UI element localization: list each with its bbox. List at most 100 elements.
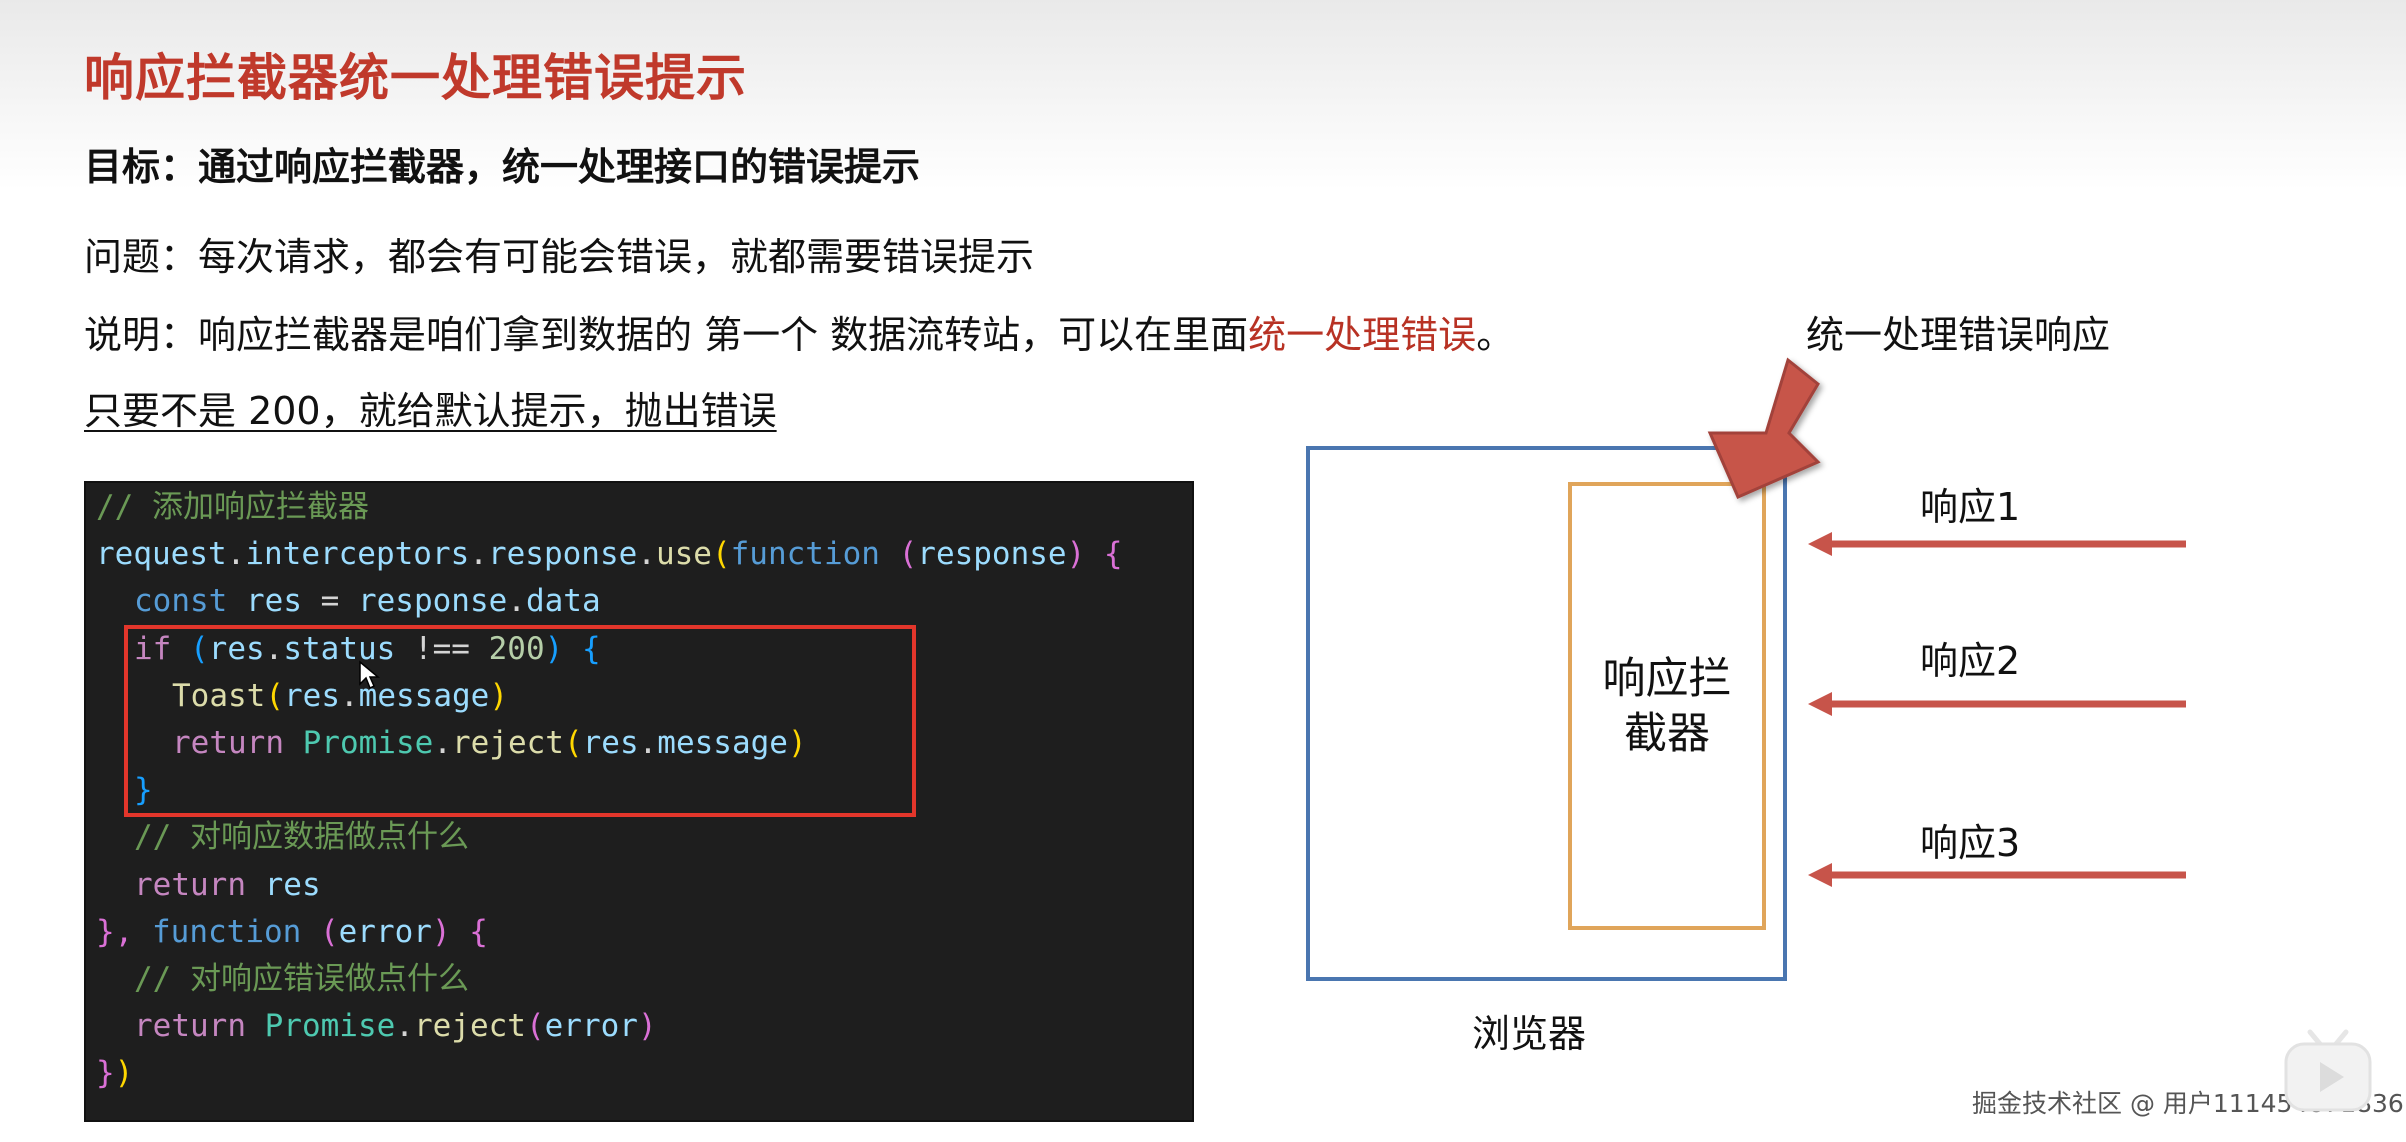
code-line-7: } [134,766,153,814]
code-line-3: const res = response.data [134,577,601,625]
code-token: ( [711,536,731,572]
code-token: response [357,583,508,619]
code-line-1: // 添加响应拦截器 [96,483,369,531]
code-token: ) [544,631,564,667]
code-token: = [301,583,358,619]
code-panel: // 添加响应拦截器 request.interceptors.response… [84,481,1194,1122]
code-token: . [433,725,452,761]
response-arrow-2 [1808,692,2186,716]
code-token: response [917,536,1067,572]
code-token: Toast [172,678,266,714]
code-token: return [134,1008,246,1044]
response-arrow-1 [1808,532,2186,556]
code-line-11: // 对响应错误做点什么 [134,955,469,1003]
code-line-13: }) [96,1049,133,1097]
code-token: ( [525,1008,545,1044]
problem-statement: 问题：每次请求，都会有可能会错误，就都需要错误提示 [84,235,1035,279]
code-token: ( [265,678,284,714]
code-token: { [563,631,601,667]
interceptor-label-line-2: 截器 [1624,709,1710,759]
code-token: . [395,1008,414,1044]
code-token: error [544,1008,638,1044]
browser-box [1306,446,1787,981]
code-token: Promise [245,1008,396,1044]
code-token: interceptors [245,536,470,572]
code-token: ) [489,678,508,714]
mouse-pointer-icon [359,660,380,690]
code-token: reject [451,725,564,761]
code-token: reject [413,1008,526,1044]
bilibili-tv-icon[interactable] [2280,1018,2376,1118]
goal-statement: 目标：通过响应拦截器，统一处理接口的错误提示 [84,145,921,189]
interceptor-box [1568,482,1766,930]
code-token: res [227,583,302,619]
code-token: data [525,583,601,619]
response-label-2: 响应2 [1920,639,2021,683]
callout-label: 统一处理错误响应 [1806,313,2111,357]
code-token: status [283,631,396,667]
code-line-10: }, function (error) { [96,908,488,956]
code-token: { [450,914,488,950]
rule-statement: 只要不是 200，就给默认提示，抛出错误 [84,389,777,433]
code-token: message [657,725,788,761]
code-highlight-box [124,625,916,817]
code-token: function [730,536,880,572]
code-token: message [358,678,490,714]
code-token: error [338,914,432,950]
explanation-statement: 说明：响应拦截器是咱们拿到数据的 第一个 数据流转站，可以在里面统一处理错误。 [84,304,1514,359]
code-token [880,536,899,572]
code-line-5: Toast(res.message) [172,672,508,720]
code-token: { [1085,536,1123,572]
code-token: } [134,772,153,808]
explanation-highlight: 统一处理错误 [1248,313,1477,357]
code-token: . [637,536,656,572]
code-token: . [507,583,526,619]
code-line-8: // 对响应数据做点什么 [134,813,469,861]
slide-title: 响应拦截器统一处理错误提示 [84,49,747,107]
code-comment: // 对响应错误做点什么 [134,961,469,997]
code-token: ) [114,1055,134,1091]
code-line-9: return res [134,861,321,909]
code-token: Promise [283,725,434,761]
code-token: res [284,678,340,714]
code-token: 200 [488,631,545,667]
code-token: const [134,583,228,619]
code-token: use [655,536,712,572]
code-token: res [582,725,639,761]
code-token: ( [301,914,339,950]
code-token: request [96,536,227,572]
code-line-2: request.interceptors.response.use(functi… [96,530,1123,578]
code-token: if [134,631,172,667]
code-token: . [340,678,359,714]
code-token: ) [1066,536,1086,572]
code-token: function [152,914,302,950]
code-line-6: return Promise.reject(res.message) [172,719,807,767]
browser-label: 浏览器 [1472,1012,1587,1056]
code-token: . [638,725,658,761]
code-token: ) [431,914,451,950]
code-token: res [245,867,321,903]
code-line-12: return Promise.reject(error) [134,1002,657,1050]
code-token: response [487,536,638,572]
code-token: . [264,631,284,667]
response-label-1: 响应1 [1920,485,2021,529]
response-label-3: 响应3 [1920,821,2021,865]
code-token: } [96,1055,115,1091]
code-token: !== [395,631,489,667]
code-token: ( [563,725,583,761]
code-token: . [469,536,488,572]
code-token: ) [637,1008,657,1044]
code-token: ) [787,725,807,761]
code-token: return [134,867,246,903]
code-token: ( [898,536,918,572]
code-token: return [172,725,284,761]
code-token: ( [171,631,209,667]
code-token: res [208,631,265,667]
explanation-prefix: 说明：响应拦截器是咱们拿到数据的 第一个 数据流转站，可以在里面 [84,313,1249,357]
code-token: }, [96,914,152,950]
code-line-4: if (res.status !== 200) { [134,625,601,673]
code-comment: // 对响应数据做点什么 [134,819,469,855]
code-comment: // 添加响应拦截器 [96,489,369,525]
explanation-suffix: 。 [1476,313,1515,357]
code-token: . [226,536,246,572]
